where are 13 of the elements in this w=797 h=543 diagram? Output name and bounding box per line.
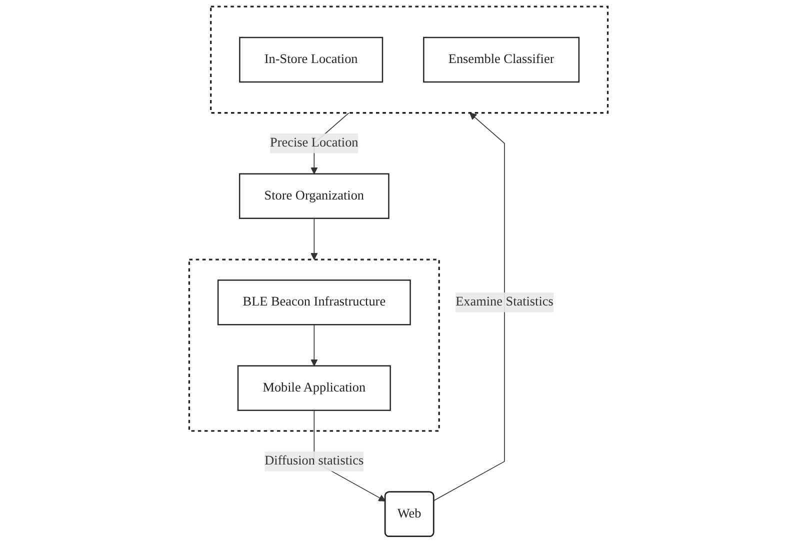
arrow: [433, 112, 505, 502]
node-box: Ensemble Classifier: [423, 36, 580, 83]
node-box: Store Organization: [238, 173, 390, 219]
edge-label: Precise Location: [270, 136, 358, 150]
cluster: [210, 6, 609, 114]
node-box: In-Store Location: [239, 36, 384, 83]
arrow: [310, 218, 318, 260]
edge-label: Examine Statistics: [456, 294, 554, 309]
edge-label: Diffusion statistics: [264, 454, 364, 468]
arrow: [310, 324, 318, 366]
node-box: Mobile Application: [237, 365, 391, 411]
node-box: BLE Beacon Infrastructure: [217, 280, 411, 326]
cluster: [188, 258, 440, 432]
